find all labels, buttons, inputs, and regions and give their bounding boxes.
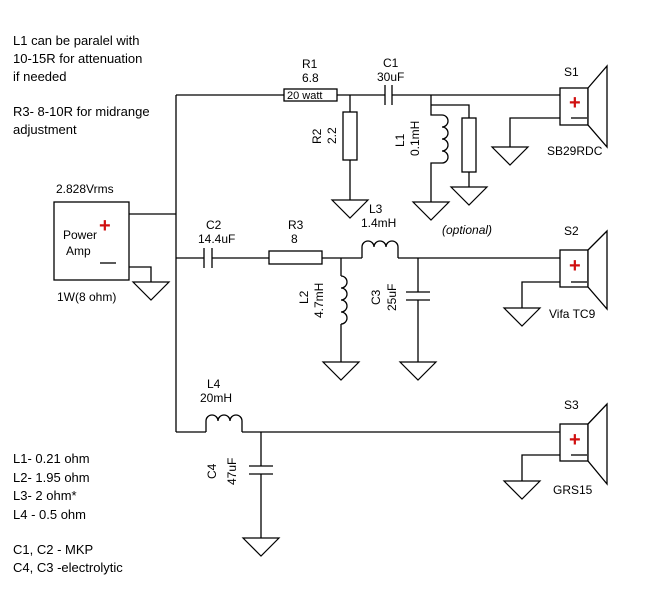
ground-icon: [330, 199, 370, 219]
s2-ground-wire: [521, 281, 560, 308]
optional-wire: [431, 104, 470, 118]
c1-value: 30uF: [377, 70, 404, 84]
ground-icon: [502, 307, 542, 327]
c2-value: 14.4uF: [198, 232, 235, 246]
speaker-s1: S1 + SB29RDC: [547, 64, 608, 158]
note-line: C1, C2 - MKP: [13, 542, 94, 557]
l1-value: 0.1mH: [408, 121, 422, 156]
note-line: R3- 8-10R for midrange: [13, 104, 150, 119]
amp-plus-icon: +: [99, 215, 111, 237]
c3-value: 25uF: [385, 284, 399, 311]
c4-name: C4: [205, 463, 219, 479]
l3-value: 1.4mH: [361, 216, 396, 230]
c3-capacitor: C3 25uF: [369, 284, 430, 311]
r1-rating: 20 watt: [287, 90, 322, 102]
note-line: C4, C3 -electrolytic: [13, 560, 123, 575]
speaker-model: Vifa TC9: [549, 307, 596, 321]
c4-capacitor: C4 47uF: [205, 458, 273, 485]
r3-resistor: R3 8: [268, 218, 323, 265]
ground-icon: [398, 361, 438, 381]
r2-resistor: R2 2.2: [310, 111, 358, 161]
speaker-s3: S3 + GRS15: [553, 398, 608, 497]
c1-capacitor: C1 30uF: [377, 56, 404, 105]
speaker-name: S3: [564, 398, 579, 412]
c2-capacitor: C2 14.4uF: [198, 218, 235, 268]
speaker-model: GRS15: [553, 483, 593, 497]
amp-label-amp: Amp: [66, 244, 91, 258]
ground-icon: [449, 186, 489, 206]
s1-ground-wire: [509, 117, 560, 147]
l1-inductor: [441, 114, 449, 164]
l4-value: 20mH: [200, 391, 232, 405]
ground-icon: [241, 537, 281, 557]
note-r3-adjust: R3- 8-10R for midrange adjustment: [13, 103, 150, 138]
l1-name: L1: [393, 133, 407, 147]
ground-icon: [321, 361, 361, 381]
l4-inductor: [205, 414, 243, 432]
wire: [430, 162, 442, 202]
note-line: L4 - 0.5 ohm: [13, 506, 86, 522]
l3-inductor: [361, 240, 399, 258]
r1-name: R1: [302, 57, 318, 71]
c1-name: C1: [383, 56, 399, 70]
ground-icon: [131, 281, 171, 301]
r1-value: 6.8: [302, 71, 319, 85]
l2-name: L2: [297, 290, 311, 304]
note-line: if needed: [13, 69, 67, 84]
speaker-model: SB29RDC: [547, 144, 603, 158]
ground-icon: [411, 201, 451, 221]
note-line: 10-15R for attenuation: [13, 51, 143, 66]
ground-icon: [502, 480, 542, 500]
note-dcr: L1- 0.21 ohm L2- 1.95 ohm L3- 2 ohm* L4 …: [13, 450, 90, 524]
note-cap-types: C1, C2 - MKP C4, C3 -electrolytic: [13, 541, 123, 577]
note-line: L1 can be paralel with: [13, 33, 140, 48]
plus-icon: +: [569, 92, 581, 114]
s3-ground-wire: [521, 454, 560, 481]
c4-value: 47uF: [225, 458, 239, 485]
optional-label: (optional): [442, 223, 492, 237]
optional-resistor: [461, 117, 477, 173]
amp-voltage: 2.828Vrms: [56, 182, 114, 196]
speaker-name: S1: [564, 65, 579, 79]
amp-label-power: Power: [63, 228, 97, 242]
l2-inductor: [340, 275, 348, 325]
ground-icon: [490, 146, 530, 166]
speaker-icon: [559, 249, 589, 288]
l4-name: L4: [207, 377, 221, 391]
r2-value: 2.2: [325, 127, 339, 144]
note-line: adjustment: [13, 122, 77, 137]
wire: [430, 95, 442, 116]
amp-ground-wire: [129, 266, 152, 282]
c3-name: C3: [369, 289, 383, 305]
c2-name: C2: [206, 218, 222, 232]
amp-power: 1W(8 ohm): [57, 290, 116, 304]
note-l1-parallel: L1 can be paralel with 10-15R for attenu…: [13, 32, 142, 85]
plus-icon: +: [569, 429, 581, 451]
r3-name: R3: [288, 218, 304, 232]
amp-box: [53, 201, 130, 281]
note-line: L3- 2 ohm*: [13, 488, 77, 503]
power-amp: 2.828Vrms Power Amp + 1W(8 ohm): [53, 182, 130, 304]
speaker-s2: S2 + Vifa TC9: [549, 224, 608, 321]
l2-value: 4.7mH: [312, 283, 326, 318]
r2-name: R2: [310, 128, 324, 144]
note-line: L2- 1.95 ohm: [13, 469, 90, 485]
l3-name: L3: [369, 202, 383, 216]
plus-icon: +: [569, 255, 581, 277]
speaker-name: S2: [564, 224, 579, 238]
r1-resistor: 20 watt R1 6.8: [283, 57, 338, 102]
r3-value: 8: [291, 232, 298, 246]
note-line: L1- 0.21 ohm: [13, 451, 90, 466]
